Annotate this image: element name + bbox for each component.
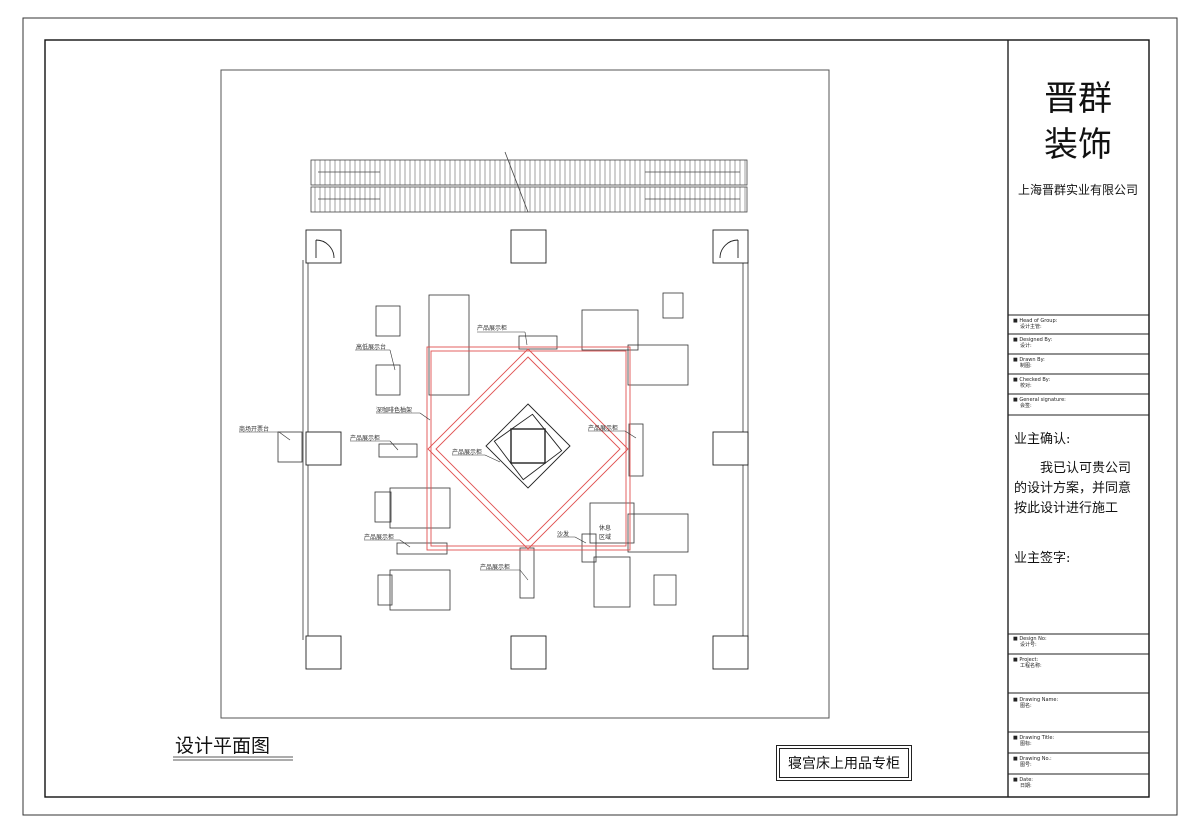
fixtures [277, 292, 689, 611]
label-product-cabinet-bottom-left: 产品展示柜 [364, 534, 395, 541]
sign-row: ■ Designed By:设计: [1013, 337, 1052, 349]
sign-row-zh: 校对: [1020, 383, 1032, 389]
info-row: ■ Date:日期: [1013, 777, 1033, 789]
booth-outline [426, 346, 631, 551]
brand-line-1: 晋群 [1044, 79, 1112, 119]
sign-row-en: General signature: [1019, 397, 1066, 403]
project-name-box: 寝宫床上用品专柜 [776, 745, 912, 781]
label-leaders [239, 331, 637, 581]
label-sofa: 沙发 [557, 531, 570, 538]
bullet-icon: ■ [1013, 777, 1020, 783]
label-rest-area-1: 休息 [599, 525, 612, 532]
sheet-outer-border [22, 17, 1178, 816]
bullet-icon: ■ [1013, 357, 1020, 363]
info-row: ■ Drawing Title:图标: [1013, 735, 1054, 747]
sign-row-en: Designed By: [1019, 337, 1053, 343]
sign-row: ■ General signature:会签: [1013, 397, 1066, 409]
info-row-en: Drawing Name: [1019, 697, 1059, 703]
bullet-icon: ■ [1013, 636, 1020, 642]
owner-confirm: 业主确认: [1014, 432, 1071, 447]
sign-row: ■ Head of Group:设计主管: [1013, 318, 1057, 330]
label-product-cabinet-right: 产品展示柜 [588, 425, 619, 432]
info-row-en: Design No: [1019, 636, 1047, 642]
info-row-zh: 图名: [1020, 703, 1032, 709]
bullet-icon: ■ [1013, 657, 1020, 663]
bullet-icon: ■ [1013, 377, 1020, 383]
plan-title: 设计平面图 [175, 735, 271, 757]
info-row: ■ Project:工程名称: [1013, 657, 1042, 669]
info-row: ■ Design No:设计号: [1013, 636, 1047, 648]
bullet-icon: ■ [1013, 756, 1020, 762]
sign-row-zh: 设计: [1020, 343, 1032, 349]
outer-walls [302, 260, 749, 640]
info-row-zh: 图标: [1020, 741, 1032, 747]
bullet-icon: ■ [1013, 397, 1020, 403]
sign-row: ■ Checked By:校对: [1013, 377, 1050, 389]
label-mall-counter: 商场开票台 [239, 426, 270, 433]
label-product-cabinet-center: 产品展示柜 [452, 449, 483, 456]
sign-row-zh: 制图: [1020, 363, 1032, 369]
sign-row-en: Drawn By: [1019, 357, 1045, 363]
sign-row-en: Checked By: [1019, 377, 1051, 383]
info-row-en: Project: [1019, 657, 1039, 663]
info-row-zh: 日期: [1020, 783, 1032, 789]
sign-row-zh: 设计主管: [1020, 324, 1042, 330]
company-name: 上海晋群实业有限公司 [1017, 183, 1138, 197]
label-high-display: 高低展示台 [356, 344, 387, 351]
title-block-lines [1007, 40, 1149, 797]
info-row: ■ Drawing No.:图号: [1013, 756, 1052, 768]
bullet-icon: ■ [1013, 697, 1020, 703]
central-display [485, 403, 571, 489]
info-row: ■ Drawing Name:图名: [1013, 697, 1058, 709]
label-dark-shelf: 深咖啡色柚架 [376, 407, 413, 414]
info-row-en: Date: [1019, 777, 1033, 783]
label-product-cabinet-bottom: 产品展示柜 [480, 564, 511, 571]
label-product-cabinet-left: 产品展示柜 [350, 435, 381, 442]
sheet-inner-border [44, 39, 1150, 798]
info-row-zh: 设计号: [1020, 642, 1037, 648]
info-row-en: Drawing Title: [1019, 735, 1055, 741]
bullet-icon: ■ [1013, 318, 1020, 324]
sign-row: ■ Drawn By:制图: [1013, 357, 1045, 369]
owner-sign: 业主签字: [1014, 551, 1071, 566]
brand-line-2: 装饰 [1044, 125, 1112, 165]
label-rest-area-2: 区域 [599, 534, 612, 541]
bullet-icon: ■ [1013, 337, 1020, 343]
bullet-icon: ■ [1013, 735, 1020, 741]
label-product-cabinet-top: 产品展示柜 [477, 325, 508, 332]
sign-row-en: Head of Group: [1019, 318, 1058, 324]
top-shelf-unit [310, 151, 748, 213]
info-row-zh: 工程名称: [1020, 663, 1042, 669]
info-row-en: Drawing No.: [1019, 756, 1052, 762]
drawing-frame [220, 69, 830, 719]
columns [305, 229, 749, 670]
sign-row-zh: 会签: [1020, 403, 1032, 409]
info-row-zh: 图号: [1020, 762, 1032, 768]
owner-statement: 我已认可贵公司的设计方案，并同意按此设计进行施工 [1014, 461, 1132, 516]
